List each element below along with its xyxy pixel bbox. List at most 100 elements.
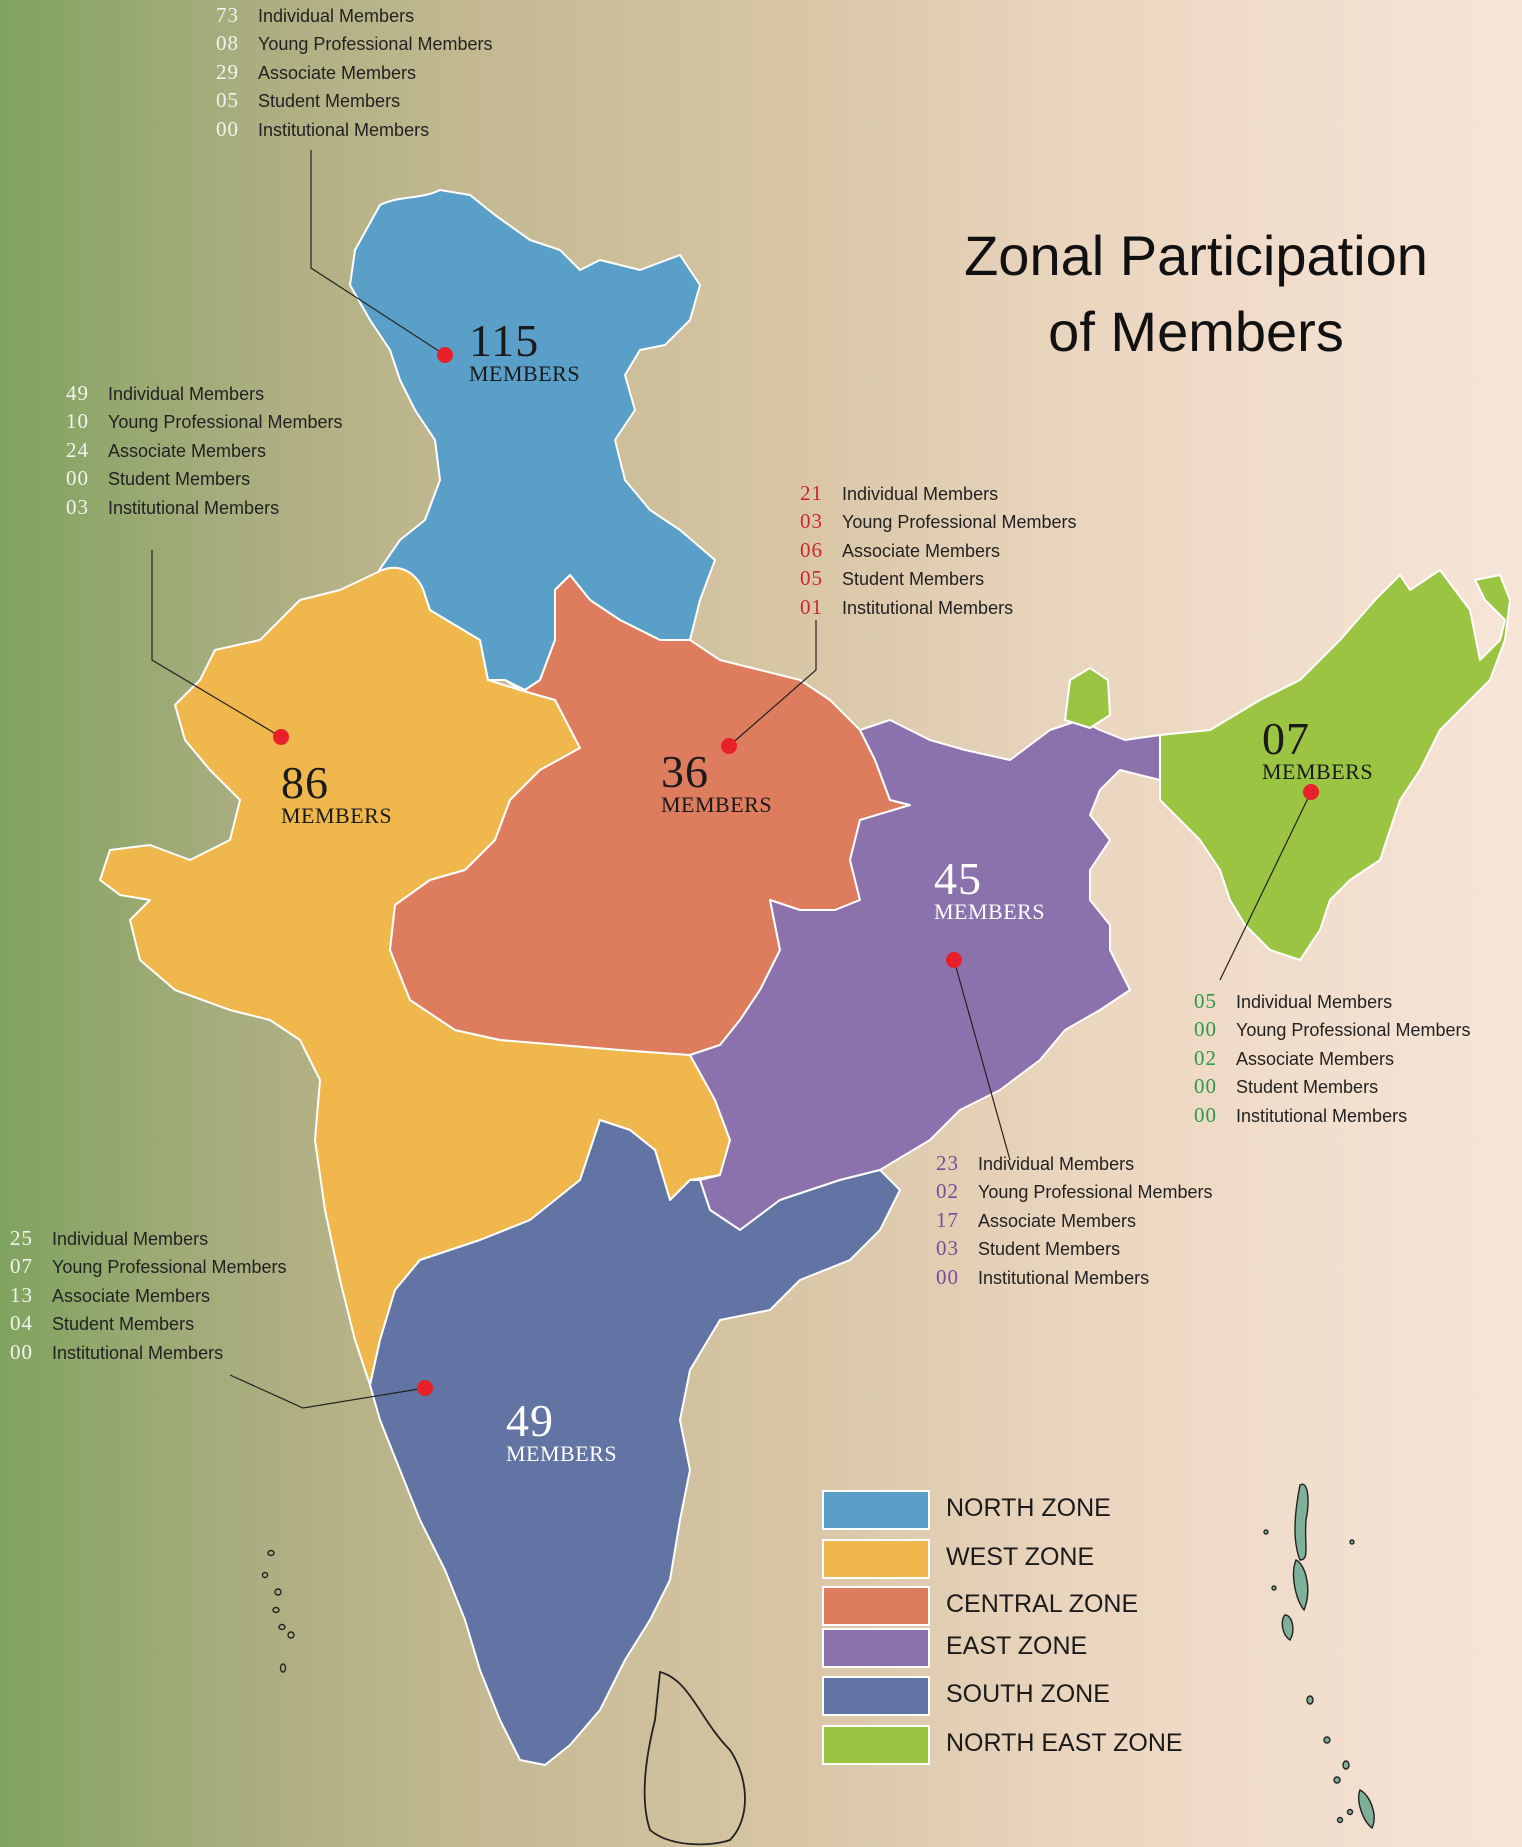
stat-count: 00 xyxy=(1194,1074,1217,1099)
stat-label: Young Professional Members xyxy=(108,412,343,433)
stat-count: 10 xyxy=(66,409,89,434)
north-total-unit: MEMBERS xyxy=(469,361,581,386)
legend-label: WEST ZONE xyxy=(946,1543,1095,1571)
stat-count: 00 xyxy=(1194,1102,1217,1127)
stat-label: Associate Members xyxy=(842,540,1001,561)
east-zone-total: 45 MEMBERS xyxy=(934,853,1045,924)
stat-label: Student Members xyxy=(258,91,401,112)
stat-label: Institutional Members xyxy=(1236,1105,1408,1126)
northeast-zone-region xyxy=(1159,569,1511,961)
stat-row: 03 Institutional Members xyxy=(66,494,342,522)
title-line-2: of Members xyxy=(1048,300,1344,363)
stat-row: 00 Institutional Members xyxy=(1194,1102,1470,1130)
stat-label: Student Members xyxy=(52,1314,195,1335)
stat-label: Individual Members xyxy=(52,1229,209,1249)
lakshadweep-islands xyxy=(261,1549,295,1673)
zone-markers xyxy=(273,347,1319,1396)
stat-label: Student Members xyxy=(1236,1077,1379,1098)
stat-count: 02 xyxy=(1194,1045,1217,1070)
legend-swatch xyxy=(822,1539,930,1579)
stat-label: Institutional Members xyxy=(258,119,430,140)
leader-lines xyxy=(151,150,1312,1409)
stat-label: Associate Members xyxy=(1236,1048,1395,1069)
stat-row: 24 Associate Members xyxy=(66,437,342,465)
stat-count: 03 xyxy=(66,494,89,519)
stat-label: Institutional Members xyxy=(108,497,280,518)
stat-count: 01 xyxy=(800,594,823,619)
east-total-count: 45 xyxy=(934,853,982,904)
east-marker xyxy=(946,952,962,968)
legend-swatch xyxy=(822,1676,930,1716)
stat-count: 13 xyxy=(10,1282,33,1307)
stat-count: 03 xyxy=(800,509,823,534)
north-marker xyxy=(437,347,453,363)
central-zone-total: 36 MEMBERS xyxy=(661,746,772,817)
legend-item-central: CENTRAL ZONE xyxy=(822,1586,1242,1626)
stat-row: 17 Associate Members xyxy=(936,1207,1212,1235)
stat-count: 24 xyxy=(66,437,89,462)
stat-count: 25 xyxy=(10,1226,33,1250)
central-total-count: 36 xyxy=(661,746,709,797)
east-zone-region xyxy=(689,719,1161,1231)
west-total-unit: MEMBERS xyxy=(281,803,393,828)
stat-label: Young Professional Members xyxy=(842,512,1077,533)
stat-label: Associate Members xyxy=(108,440,267,461)
stat-row: 00 Student Members xyxy=(1194,1073,1470,1101)
legend-item-south: SOUTH ZONE xyxy=(822,1676,1242,1716)
stat-count: 07 xyxy=(10,1254,33,1279)
stat-row: 23 Individual Members xyxy=(936,1150,1212,1178)
south-leader-line xyxy=(229,1374,426,1409)
stat-count: 08 xyxy=(216,31,239,56)
west-leader-line xyxy=(151,550,282,738)
northeast-total-unit: MEMBERS xyxy=(1262,759,1374,784)
stat-count: 23 xyxy=(936,1151,959,1175)
stat-label: Associate Members xyxy=(258,62,417,83)
andaman-islands xyxy=(1263,1483,1375,1830)
northeast-marker xyxy=(1303,784,1319,800)
legend-item-east: EAST ZONE xyxy=(822,1628,1242,1668)
stat-row: 05 Student Members xyxy=(216,87,492,115)
title-line-1: Zonal Participation xyxy=(964,224,1428,287)
legend-label: NORTH EAST ZONE xyxy=(946,1729,1183,1757)
stat-count: 17 xyxy=(936,1207,959,1232)
stat-row: 03 Young Professional Members xyxy=(800,508,1076,536)
west-zone-total: 86 MEMBERS xyxy=(281,760,393,828)
stat-label: Institutional Members xyxy=(52,1342,224,1363)
stat-label: Individual Members xyxy=(108,384,265,404)
east-leader-line xyxy=(953,959,1011,1161)
stat-label: Associate Members xyxy=(978,1210,1137,1231)
stat-count: 02 xyxy=(936,1179,959,1204)
south-total-count: 49 xyxy=(506,1395,554,1446)
stat-count: 00 xyxy=(1194,1017,1217,1042)
stat-row: 02 Associate Members xyxy=(1194,1045,1470,1073)
south-zone-total: 49 MEMBERS xyxy=(506,1395,617,1466)
west-marker xyxy=(273,729,289,745)
page-title: Zonal Participation of Members xyxy=(916,218,1476,370)
legend-label: NORTH ZONE xyxy=(946,1494,1111,1522)
stat-count: 05 xyxy=(1194,989,1217,1013)
stat-label: Individual Members xyxy=(978,1154,1135,1174)
stat-count: 00 xyxy=(10,1339,33,1364)
stat-count: 05 xyxy=(216,88,239,113)
central-marker xyxy=(721,738,737,754)
south-marker xyxy=(417,1380,433,1396)
stat-label: Institutional Members xyxy=(978,1267,1150,1288)
stat-label: Young Professional Members xyxy=(52,1257,287,1278)
